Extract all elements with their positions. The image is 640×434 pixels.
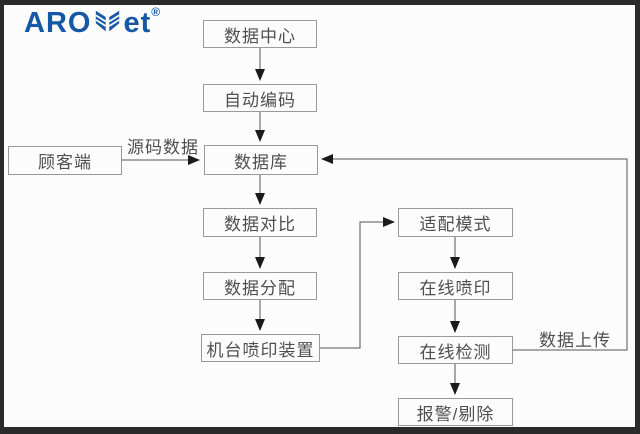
leaf-chevron-icon <box>94 8 121 41</box>
node-data-compare: 数据对比 <box>203 208 317 237</box>
node-database: 数据库 <box>204 145 318 175</box>
edge-label-source-data: 源码数据 <box>127 138 199 157</box>
arojet-logo: ARO et ® <box>24 5 162 41</box>
registered-trademark: ® <box>151 5 162 19</box>
node-online-inspect: 在线检测 <box>398 336 513 364</box>
node-customer: 顾客端 <box>8 146 122 175</box>
node-data-center: 数据中心 <box>203 20 317 48</box>
connector-inspect-to-database-feedback <box>321 154 628 351</box>
node-online-print: 在线喷印 <box>398 272 513 300</box>
node-adapt-mode: 适配模式 <box>398 208 513 237</box>
edge-label-data-upload: 数据上传 <box>539 331 611 350</box>
logo-text-et: et <box>123 7 152 39</box>
node-alarm-reject: 报警/剔除 <box>398 398 513 426</box>
node-machine-printer: 机台喷印装置 <box>201 334 320 362</box>
connector-machine-to-adaptmode <box>320 217 395 349</box>
node-data-distribute: 数据分配 <box>203 272 317 300</box>
logo-text-aro: ARO <box>24 7 92 39</box>
node-auto-encode: 自动编码 <box>203 84 317 112</box>
